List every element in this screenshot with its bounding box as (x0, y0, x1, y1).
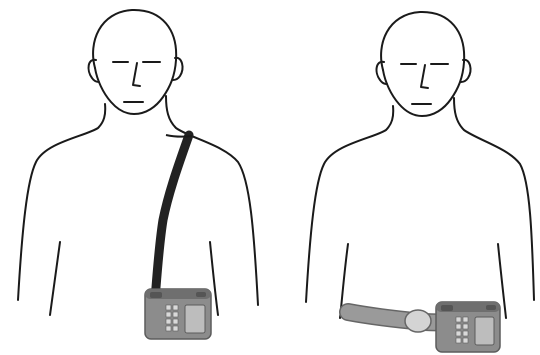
monitor-device-icon (145, 289, 211, 339)
person-outline-icon (0, 0, 270, 355)
head-outline (89, 10, 183, 114)
figure-waist-belt (270, 0, 540, 355)
monitor-device-icon (436, 302, 500, 352)
head-outline (377, 12, 471, 116)
strap-icon (155, 135, 192, 300)
torso-outline (18, 96, 258, 315)
person-outline-icon (270, 0, 540, 355)
figure-shoulder-strap (0, 0, 270, 355)
torso-outline (306, 98, 534, 318)
